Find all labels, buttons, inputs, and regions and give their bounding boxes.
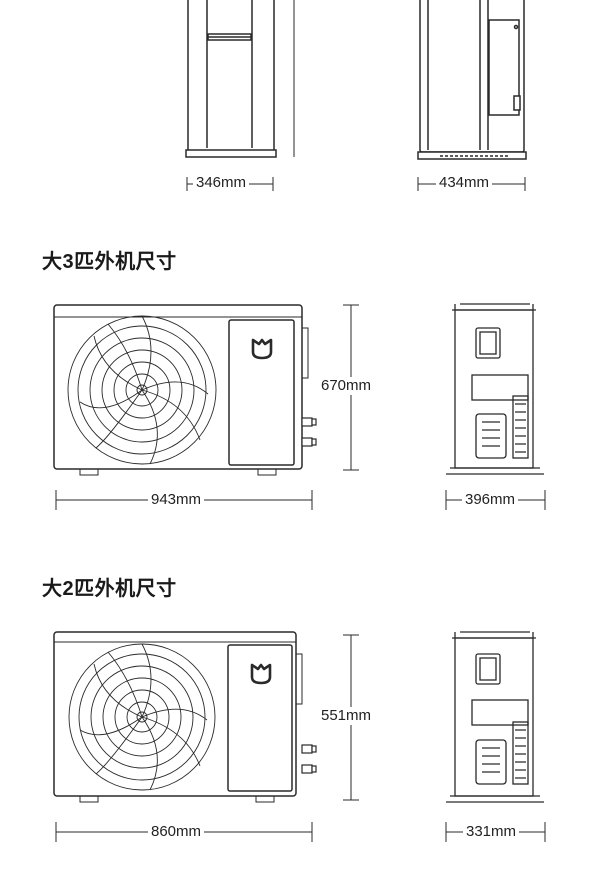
indoor-front-view	[185, 0, 295, 158]
outdoor-3hp-side	[446, 303, 544, 475]
outdoor-2hp-front	[53, 631, 303, 803]
mijia-logo	[250, 663, 272, 685]
outdoor-2hp-height-label: 551mm	[318, 707, 375, 725]
outdoor-3hp-depth-label: 396mm	[462, 491, 519, 509]
outdoor-3hp-front	[53, 304, 309, 476]
outdoor-2hp-section: 551mm 860mm 331mm	[0, 620, 600, 860]
indoor-side-view	[417, 0, 527, 160]
outdoor-3hp-drawing	[53, 303, 546, 510]
outdoor-3hp-height-label: 670mm	[318, 377, 375, 395]
outdoor-3hp-width-label: 943mm	[148, 491, 205, 509]
outdoor-3hp-section: 670mm 943mm 396mm	[0, 290, 600, 520]
indoor-depth-label: 434mm	[436, 174, 493, 192]
pipe-valve-icon	[301, 744, 317, 774]
mijia-logo	[251, 338, 273, 360]
outdoor-2hp-side	[446, 631, 544, 803]
fan-grille-icon	[67, 315, 217, 465]
outdoor-2hp-width-label: 860mm	[148, 823, 205, 841]
section-title-2hp: 大2匹外机尺寸	[42, 578, 177, 600]
indoor-unit-section: 346mm 434mm	[0, 0, 600, 210]
fan-grille-icon	[68, 643, 216, 791]
outdoor-2hp-depth-label: 331mm	[463, 823, 520, 841]
indoor-width-label: 346mm	[193, 174, 250, 192]
indoor-unit-drawing	[185, 0, 527, 191]
section-title-3hp: 大3匹外机尺寸	[42, 251, 177, 273]
pipe-valve-icon	[301, 417, 317, 447]
